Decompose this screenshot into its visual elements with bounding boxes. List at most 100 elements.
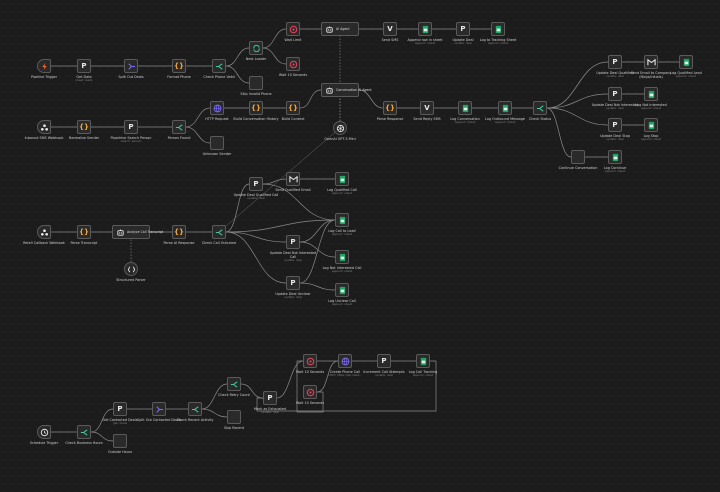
- connection-check-retry-count-to-mark-as-exhausted[interactable]: [240, 383, 264, 399]
- node-append-row-in-sheet[interactable]: [418, 22, 432, 36]
- connection-person-found-to-http-request[interactable]: [185, 107, 211, 128]
- node-analyze-call-transcript[interactable]: Analyze Call Transcript: [112, 225, 163, 239]
- connection-check-call-outcome-to-update-deal-not-interested-call[interactable]: [225, 231, 287, 243]
- connection-check-call-outcome-to-update-deal-unclear[interactable]: [225, 231, 287, 284]
- connection-check-recent-activity-to-check-retry-count[interactable]: [201, 383, 228, 410]
- node-send-qualified-email[interactable]: [286, 172, 300, 186]
- node-pipedrive-search-person[interactable]: P: [124, 120, 138, 134]
- connection-check-business-hours-to-get-contacted-deals[interactable]: [90, 408, 114, 433]
- node-pipeline-trigger[interactable]: [37, 59, 51, 73]
- connection-check-call-outcome-to-log-call-to-lead[interactable]: [225, 219, 336, 233]
- connection-check-status-to-update-deal-stop[interactable]: [546, 107, 609, 126]
- node-log-qualified-lead[interactable]: [679, 55, 693, 69]
- node-parse-ai-response[interactable]: {}: [172, 225, 186, 239]
- connection-update-deal-qualified-call-to-send-qualified-email[interactable]: [262, 178, 287, 185]
- connection-check-business-hours-to-outside-hours[interactable]: [90, 431, 114, 442]
- connection-next-loader-to-wait-10-seconds-top[interactable]: [262, 47, 287, 65]
- node-check-status[interactable]: [533, 101, 547, 115]
- node-next-loader[interactable]: [249, 41, 263, 55]
- node-check-call-outcome[interactable]: [212, 225, 226, 239]
- connection-check-status-to-update-deal-qualified[interactable]: [546, 61, 609, 109]
- node-check-retry-count[interactable]: [227, 377, 241, 391]
- node-send-reply-sms[interactable]: V: [420, 101, 434, 115]
- connection-update-deal-not-interested-call-to-log-call-to-lead[interactable]: [299, 219, 336, 243]
- node-skip-recent[interactable]: [227, 410, 241, 424]
- node-unknown-sender[interactable]: [210, 136, 224, 150]
- node-check-phone-valid[interactable]: [212, 59, 226, 73]
- parser-icon: [127, 265, 136, 274]
- node-build-conversation-history[interactable]: {}: [249, 101, 263, 115]
- node-log-call-tracking[interactable]: [416, 354, 430, 368]
- P-icon: P: [117, 404, 123, 413]
- node-conversation-ai-agent[interactable]: Conversation AI Agent: [321, 83, 372, 97]
- node-log-continue[interactable]: [608, 150, 622, 164]
- node-log-tracking-sheet[interactable]: [491, 22, 505, 36]
- node-retell-callback-webhook[interactable]: [37, 225, 51, 239]
- node-update-deal-top[interactable]: P: [456, 22, 470, 36]
- node-mark-as-exhausted[interactable]: P: [263, 391, 277, 405]
- node-create-phone-call[interactable]: [338, 354, 352, 368]
- node-update-deal-qualified-call[interactable]: P: [249, 177, 263, 191]
- connection-mark-as-exhausted-to-wait-10-seconds-a[interactable]: [276, 360, 304, 399]
- node-log-not-interested-call[interactable]: [335, 250, 349, 264]
- node-inbound-sms-webhook[interactable]: [37, 120, 51, 134]
- node-openai-gpt-5-mini[interactable]: [333, 121, 347, 135]
- node-send-email-qualified[interactable]: [644, 55, 658, 69]
- node-parse-response[interactable]: {}: [383, 101, 397, 115]
- loop-back-call-tracking[interactable]: [256, 360, 437, 412]
- node-skip-invalid-phone[interactable]: [249, 76, 263, 90]
- node-update-deal-stop[interactable]: P: [608, 118, 622, 132]
- connection-update-deal-not-interested-call-to-log-not-interested-call[interactable]: [299, 241, 336, 258]
- node-get-contacted-deals[interactable]: P: [113, 402, 127, 416]
- node-http-request[interactable]: [210, 101, 224, 115]
- node-increment-call-attempts[interactable]: P: [377, 354, 391, 368]
- connection-update-deal-unclear-to-log-call-to-lead[interactable]: [299, 219, 336, 284]
- node-update-deal-not-interested-call[interactable]: P: [286, 235, 300, 249]
- node-check-recent-activity[interactable]: [188, 402, 202, 416]
- node-normalize-sender[interactable]: {}: [77, 120, 91, 134]
- connection-check-status-to-update-deal-not-interested[interactable]: [546, 93, 609, 109]
- connection-check-recent-activity-to-skip-recent[interactable]: [201, 408, 228, 418]
- connection-person-found-to-unknown-sender[interactable]: [185, 126, 211, 144]
- node-continue-conversation[interactable]: [571, 150, 585, 164]
- node-person-found[interactable]: [172, 120, 186, 134]
- node-label-text: Log Call Tracking: [408, 370, 438, 374]
- connection-conversation-ai-agent-to-parse-response[interactable]: [358, 89, 384, 109]
- node-build-context[interactable]: {}: [286, 101, 300, 115]
- loop-back-wait[interactable]: [296, 360, 324, 413]
- node-schedule-trigger[interactable]: [37, 425, 51, 439]
- connection-wait-10-seconds-b-to-create-phone-call[interactable]: [316, 360, 339, 393]
- connection-check-call-outcome-to-update-deal-qualified-call[interactable]: [225, 183, 250, 233]
- node-wait-10-seconds-a[interactable]: [303, 354, 317, 368]
- node-get-data[interactable]: P: [77, 59, 91, 73]
- node-split-out-contacted-deals[interactable]: [152, 402, 166, 416]
- connection-check-status-to-continue-conversation[interactable]: [546, 107, 572, 158]
- node-format-phone[interactable]: {}: [172, 59, 186, 73]
- node-update-deal-unclear[interactable]: P: [286, 276, 300, 290]
- node-log-call-to-lead[interactable]: [335, 213, 349, 227]
- connection-build-context-to-conversation-ai-agent[interactable]: [299, 89, 322, 109]
- node-log-stop[interactable]: [644, 118, 658, 132]
- node-parse-transcript[interactable]: {}: [77, 225, 91, 239]
- node-split-out-deals[interactable]: [124, 59, 138, 73]
- node-update-deal-not-interested[interactable]: P: [608, 87, 622, 101]
- node-wait-10-seconds-b[interactable]: [303, 385, 317, 399]
- connection-check-phone-valid-to-next-loader[interactable]: [225, 47, 250, 67]
- node-structured-parser[interactable]: [124, 262, 138, 276]
- node-log-not-interested[interactable]: [644, 87, 658, 101]
- node-wait-limit[interactable]: [286, 22, 300, 36]
- node-outside-hours[interactable]: [113, 434, 127, 448]
- node-log-conversation[interactable]: [458, 101, 472, 115]
- node-update-deal-qualified[interactable]: P: [608, 55, 622, 69]
- node-ai-agent[interactable]: AI Agent: [321, 22, 359, 36]
- node-log-unclear-call[interactable]: [335, 283, 349, 297]
- connection-update-deal-unclear-to-log-unclear-call[interactable]: [299, 282, 336, 291]
- node-send-sms[interactable]: V: [383, 22, 397, 36]
- node-log-outbound-message[interactable]: [498, 101, 512, 115]
- node-check-business-hours[interactable]: [77, 425, 91, 439]
- node-wait-10-seconds-top[interactable]: [286, 57, 300, 71]
- node-log-qualified-call[interactable]: [335, 172, 349, 186]
- connection-next-loader-to-wait-limit[interactable]: [262, 28, 287, 49]
- connection-check-phone-valid-to-skip-invalid-phone[interactable]: [225, 65, 250, 84]
